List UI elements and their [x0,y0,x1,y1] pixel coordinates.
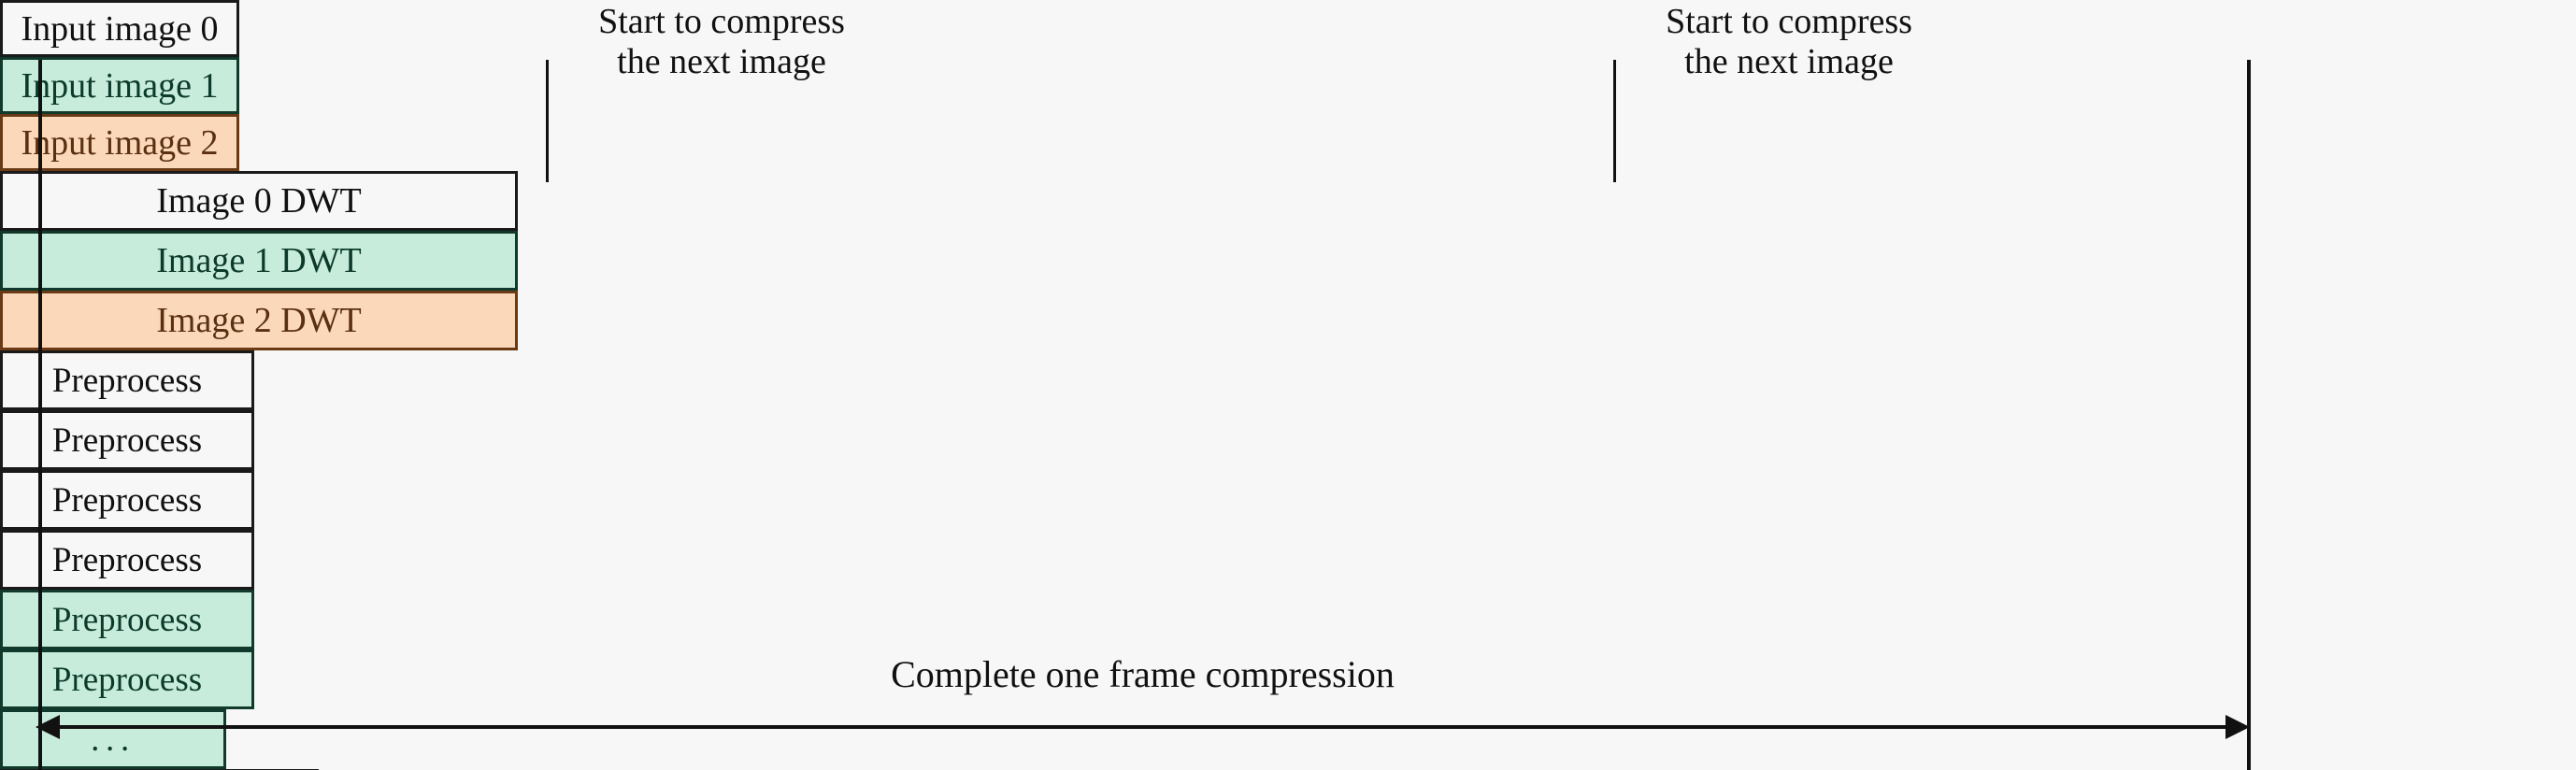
block-preprocess-6: Preprocess [0,649,254,709]
timeline-rule-image2-start [1613,60,1616,182]
block-image-1-dwt: Image 1 DWT [0,231,518,291]
block-preprocess-ellipsis: ... [0,709,226,769]
block-image-2-dwt: Image 2 DWT [0,291,518,350]
block-preprocess-2: Preprocess [0,410,254,470]
block-preprocess-1: Preprocess [0,350,254,410]
frame-span-arrow-head-right [2225,715,2250,739]
timeline-rule-image1-start [546,60,549,182]
block-image-0-dwt: Image 0 DWT [0,171,518,231]
callout-start-compress-1: Start to compress the next image [598,2,845,81]
span-label-complete-frame: Complete one frame compression [891,653,1395,695]
block-input-image-0: Input image 0 [0,0,239,57]
timeline-rule-frame-start [38,60,42,770]
block-input-image-1: Input image 1 [0,57,239,114]
block-preprocess-3: Preprocess [0,470,254,530]
timeline-rule-frame-end [2247,60,2251,770]
block-input-image-2: Input image 2 [0,114,239,171]
frame-span-arrow-head-left [36,715,60,739]
block-preprocess-4: Preprocess [0,530,254,590]
block-preprocess-5: Preprocess [0,590,254,649]
frame-span-arrow-line [56,725,2230,729]
callout-start-compress-2: Start to compress the next image [1666,2,1912,81]
